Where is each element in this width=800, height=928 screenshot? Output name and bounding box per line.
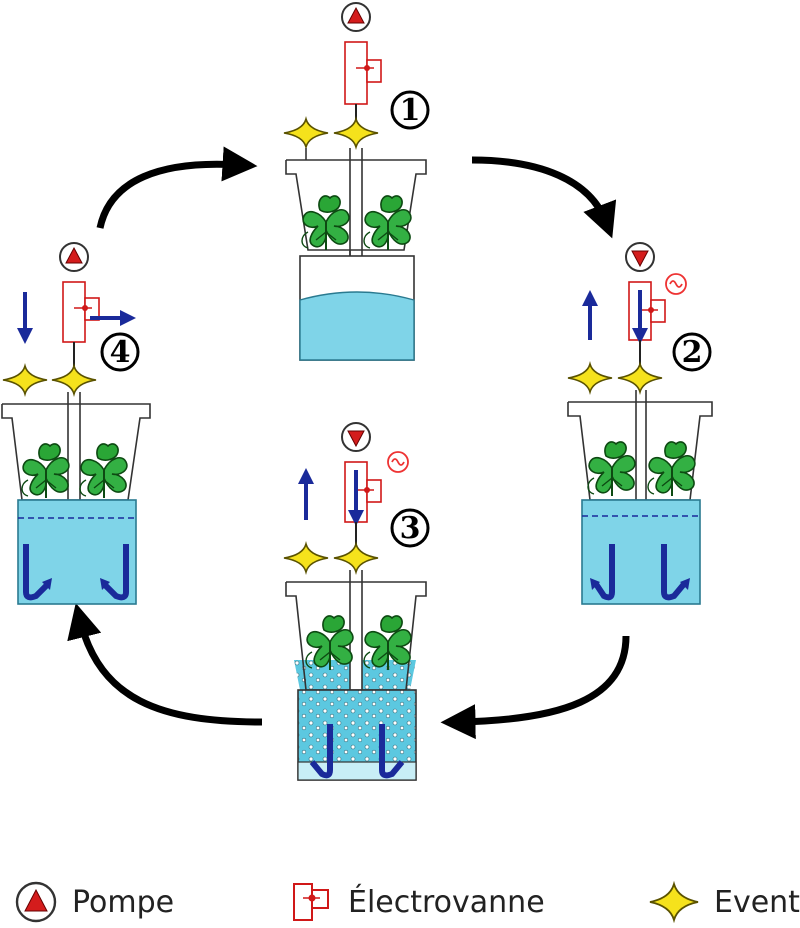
pump-icon bbox=[59, 242, 89, 272]
vent-star-icon bbox=[617, 363, 663, 393]
vent-star-icon bbox=[283, 118, 329, 148]
plant-icon bbox=[363, 194, 412, 251]
cycle-arrows bbox=[67, 146, 630, 740]
step-number-4: 4 bbox=[110, 335, 131, 370]
legend: Pompe Électrovanne Event bbox=[0, 876, 800, 928]
vent-star-icon bbox=[567, 363, 613, 393]
vent-star-icon bbox=[333, 543, 379, 573]
solenoid-valve-icon bbox=[293, 883, 329, 921]
cycle-arrow-2-to-3 bbox=[440, 635, 630, 740]
plant-icon bbox=[79, 442, 128, 499]
vent-star-icon bbox=[283, 543, 329, 573]
legend-item-valve: Électrovanne bbox=[290, 876, 545, 928]
legend-label-pump: Pompe bbox=[72, 884, 175, 920]
legend-label-valve: Électrovanne bbox=[348, 884, 545, 920]
pump-icon bbox=[341, 2, 371, 32]
plant-icon bbox=[21, 442, 70, 499]
step-number-1: 1 bbox=[400, 93, 421, 128]
cycle-arrow-1-to-2 bbox=[471, 156, 617, 239]
step-2-unit: 2 bbox=[567, 242, 713, 605]
solenoid-valve-icon bbox=[62, 281, 100, 343]
pump-icon bbox=[341, 422, 371, 452]
solenoid-valve-icon bbox=[344, 461, 382, 523]
solenoid-valve-icon bbox=[344, 41, 382, 105]
pump-icon bbox=[15, 881, 57, 923]
plant-icon bbox=[301, 194, 350, 251]
vent-star-icon bbox=[51, 365, 97, 395]
vent-star-icon bbox=[649, 880, 699, 924]
legend-item-vent: Event bbox=[648, 876, 800, 928]
vent-star-icon bbox=[2, 365, 48, 395]
step-number-3: 3 bbox=[400, 511, 421, 546]
step-3-unit: 3 bbox=[283, 422, 430, 781]
plant-icon bbox=[587, 440, 636, 497]
power-on-icon bbox=[665, 273, 687, 295]
vent-star-icon bbox=[333, 118, 379, 148]
legend-item-pump: Pompe bbox=[14, 876, 174, 928]
step-1-unit: 1 bbox=[283, 2, 430, 361]
plant-icon bbox=[647, 440, 696, 497]
legend-label-vent: Event bbox=[714, 884, 800, 920]
cycle-arrow-3-to-4 bbox=[67, 603, 263, 726]
solenoid-valve-icon bbox=[628, 281, 666, 341]
cycle-arrow-4-to-1 bbox=[96, 146, 258, 229]
step-number-2: 2 bbox=[682, 335, 703, 370]
step-4-unit: 4 bbox=[1, 242, 151, 605]
power-on-icon bbox=[387, 451, 409, 473]
pump-icon bbox=[625, 242, 655, 272]
